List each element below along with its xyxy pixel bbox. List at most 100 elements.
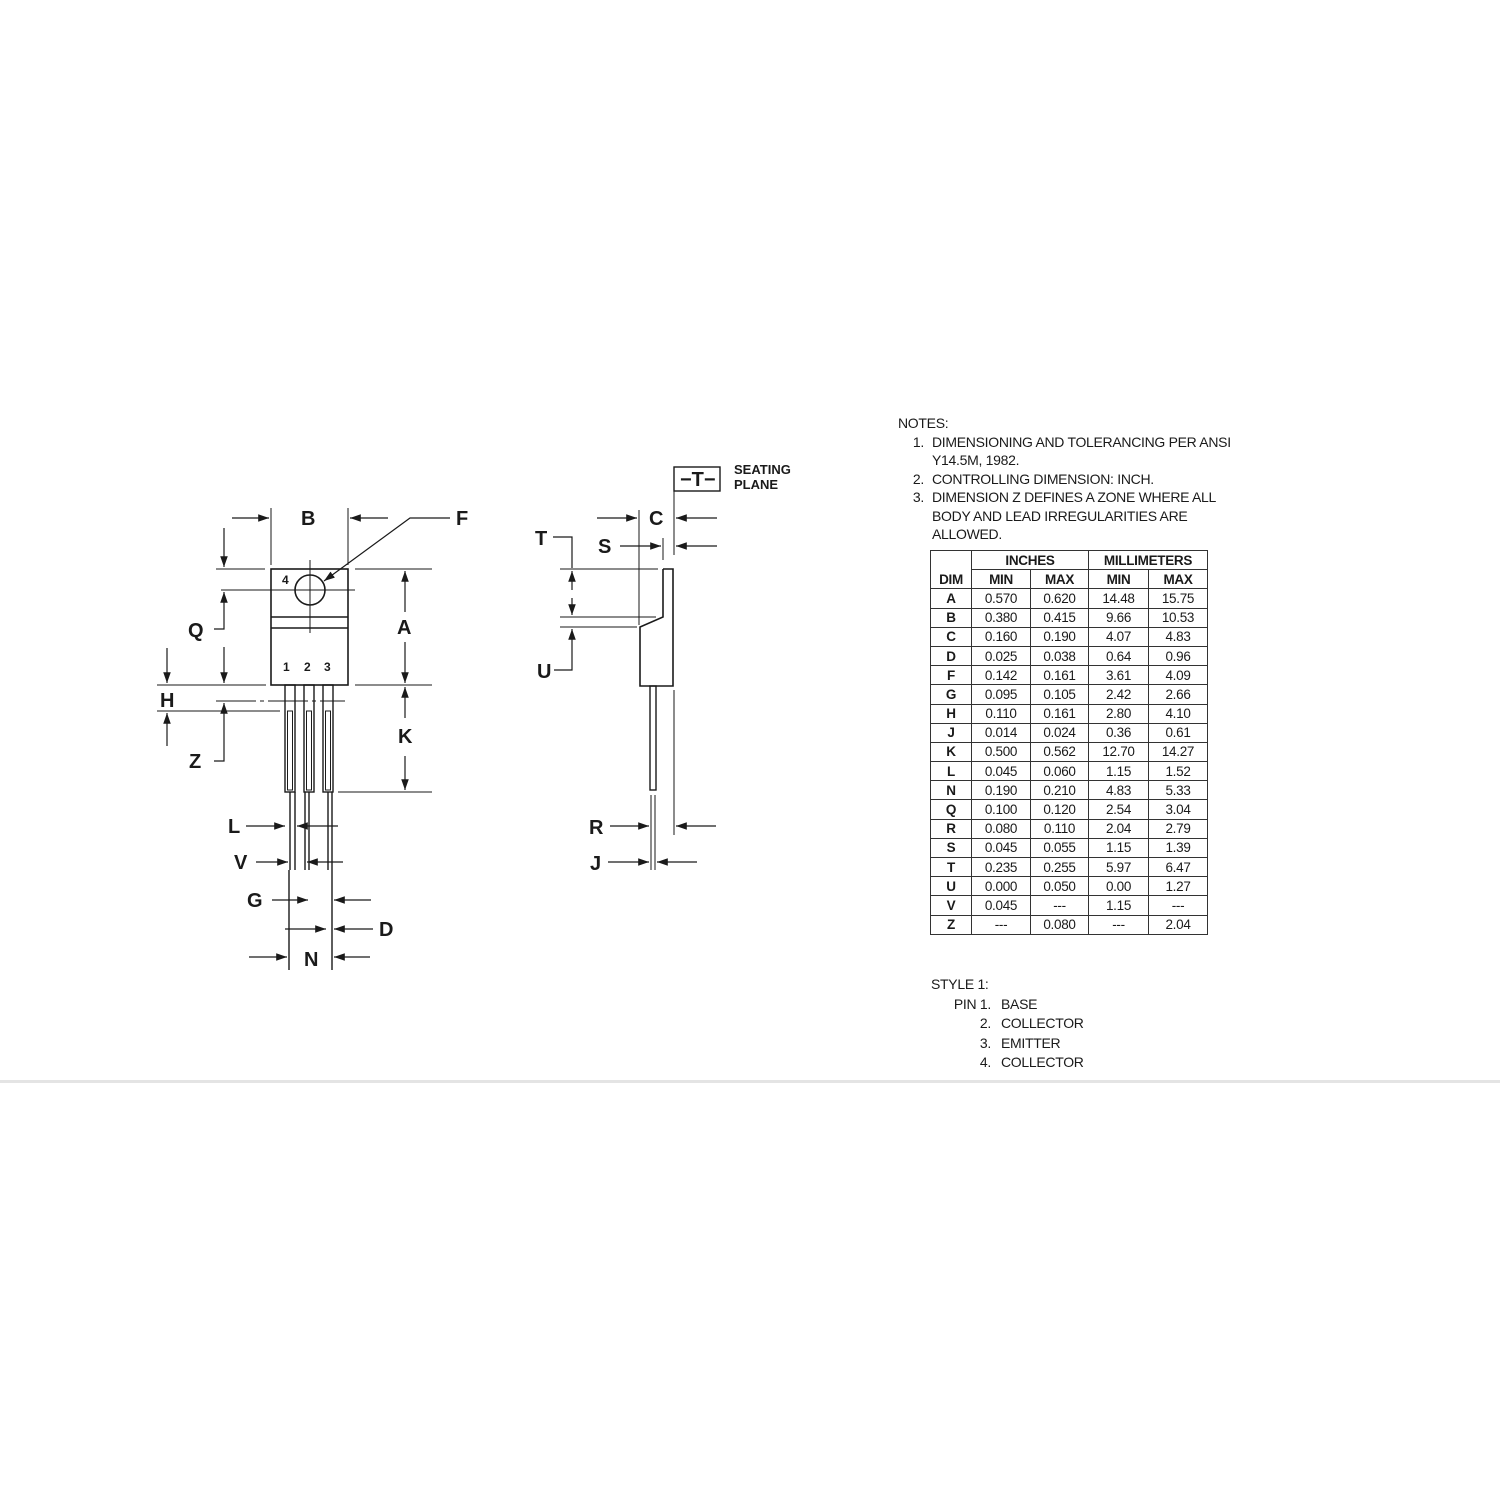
in-min-cell: 0.095	[971, 684, 1031, 705]
dim-label-s: S	[598, 536, 611, 558]
dim-letter-cell: T	[930, 856, 972, 878]
datum-t-label: −T−	[680, 469, 716, 491]
in-max-cell: 0.024	[1030, 722, 1089, 743]
pin-number: PIN 1.	[953, 995, 991, 1012]
in-min-cell: 0.045	[971, 895, 1031, 916]
in-min-cell: 0.190	[971, 780, 1031, 801]
in-max-cell: 0.161	[1030, 703, 1089, 724]
note-line: DIMENSION Z DEFINES A ZONE WHERE ALL	[932, 489, 1217, 505]
mm-max-cell: 1.39	[1148, 837, 1208, 859]
dim-letter-cell: S	[930, 837, 972, 859]
mm-min-cell: 0.00	[1088, 876, 1149, 897]
dim-label-j: J	[590, 853, 601, 875]
dim-label-q: Q	[188, 620, 204, 642]
style-title: STYLE 1:	[931, 976, 989, 992]
dim-letter-cell: L	[930, 761, 972, 782]
col-header-in-max: MAX	[1030, 569, 1089, 590]
tab-pin-label: 4	[282, 573, 289, 587]
dim-label-r: R	[589, 817, 604, 839]
mm-max-cell: 2.04	[1148, 914, 1208, 935]
mm-max-cell: 3.04	[1148, 799, 1208, 820]
mm-max-cell: 4.10	[1148, 703, 1208, 724]
dim-label-l: L	[228, 816, 240, 838]
col-header-in-min: MIN	[971, 569, 1031, 590]
dim-label-g: G	[247, 890, 263, 912]
mm-max-cell: 4.09	[1148, 665, 1208, 686]
note-line: CONTROLLING DIMENSION: INCH.	[932, 470, 1154, 487]
pin-function: COLLECTOR	[1001, 1015, 1084, 1031]
in-max-cell: 0.161	[1030, 665, 1089, 686]
dim-label-a: A	[397, 617, 411, 639]
mm-min-cell: 0.64	[1088, 645, 1149, 667]
in-max-cell: 0.105	[1030, 684, 1089, 705]
inches-header: INCHES	[971, 549, 1089, 571]
col-header-mm-min: MIN	[1088, 569, 1149, 590]
pin-number: 3.	[979, 1034, 991, 1051]
mm-max-cell: 14.27	[1148, 741, 1208, 763]
in-min-cell: 0.570	[971, 588, 1031, 609]
mm-min-cell: 1.15	[1088, 895, 1149, 916]
note-number: 2.	[912, 470, 924, 487]
in-min-cell: 0.380	[971, 607, 1031, 628]
mm-min-cell: 1.15	[1088, 837, 1149, 859]
mm-max-cell: 6.47	[1148, 856, 1208, 878]
dim-label-n: N	[304, 949, 318, 971]
mm-min-cell: 4.07	[1088, 626, 1149, 647]
dim-label-k: K	[398, 726, 413, 748]
pin-function: COLLECTOR	[1001, 1054, 1084, 1070]
in-max-cell: 0.055	[1030, 837, 1089, 859]
in-min-cell: 0.235	[971, 856, 1031, 878]
in-min-cell: 0.160	[971, 626, 1031, 647]
note-text: CONTROLLING DIMENSION: INCH.	[932, 470, 1258, 489]
col-header-dim: DIM	[930, 569, 972, 590]
dim-letter-cell: V	[930, 895, 972, 916]
in-min-cell: 0.500	[971, 741, 1031, 763]
note-item: 3. DIMENSION Z DEFINES A ZONE WHERE ALL …	[898, 488, 1258, 544]
note-text: DIMENSIONING AND TOLERANCING PER ANSI Y1…	[932, 433, 1258, 470]
dim-label-z: Z	[189, 751, 201, 773]
in-max-cell: 0.038	[1030, 645, 1089, 667]
mm-min-cell: 2.04	[1088, 818, 1149, 839]
dim-letter-cell: Q	[930, 799, 972, 820]
in-min-cell: 0.025	[971, 645, 1031, 667]
note-number: 3.	[912, 489, 924, 505]
pin-row: 2. COLLECTOR	[931, 1014, 1084, 1034]
pin-label-1: 1	[283, 660, 290, 674]
in-max-cell: 0.120	[1030, 799, 1089, 820]
note-line: Y14.5M, 1982.	[932, 452, 1020, 468]
mm-min-cell: 14.48	[1088, 588, 1149, 609]
in-max-cell: 0.080	[1030, 914, 1089, 935]
dim-label-d: D	[379, 919, 393, 941]
in-max-cell: 0.210	[1030, 780, 1089, 801]
table-column-header-row: DIM MIN MAX MIN MAX	[930, 569, 1208, 590]
dim-label-u: U	[537, 661, 551, 683]
in-min-cell: 0.045	[971, 837, 1031, 859]
note-text: DIMENSION Z DEFINES A ZONE WHERE ALL BOD…	[932, 488, 1258, 544]
in-max-cell: 0.190	[1030, 626, 1089, 647]
side-view	[553, 466, 721, 870]
mm-max-cell: 4.83	[1148, 626, 1208, 647]
col-header-mm-max: MAX	[1148, 569, 1208, 590]
dim-letter-cell: R	[930, 818, 972, 839]
dim-label-v: V	[234, 852, 248, 874]
in-min-cell: 0.014	[971, 722, 1031, 743]
table-corner-cell	[930, 549, 972, 570]
pin-function: BASE	[1001, 995, 1038, 1012]
pin-function: EMITTER	[1001, 1034, 1061, 1051]
seating-plane-datum	[673, 466, 721, 492]
side-body	[639, 568, 674, 687]
dim-letter-cell: A	[930, 588, 972, 609]
dim-letter-cell: D	[930, 645, 972, 667]
mm-max-cell: 2.79	[1148, 818, 1208, 839]
in-min-cell: 0.142	[971, 665, 1031, 686]
mm-max-cell: 5.33	[1148, 780, 1208, 801]
dim-label-h: H	[160, 690, 174, 712]
pin-row: 3. EMITTER	[931, 1034, 1084, 1054]
